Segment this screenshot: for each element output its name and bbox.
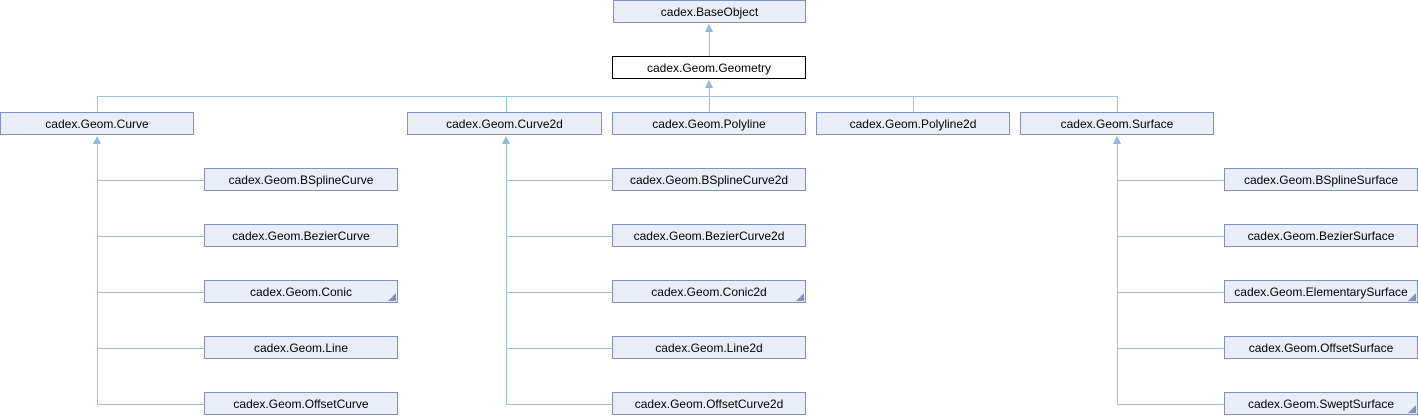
node-cadex-geom-elementarysurface[interactable]: cadex.Geom.ElementarySurface — [1224, 280, 1418, 303]
node-cadex-geom-curve[interactable]: cadex.Geom.Curve — [0, 112, 194, 135]
edge-branch-beziersurface — [1117, 236, 1224, 237]
node-cadex-geom-line2d[interactable]: cadex.Geom.Line2d — [612, 336, 806, 359]
edge-branch-beziercurve — [97, 236, 204, 237]
edge-branch-offsetcurve — [97, 404, 204, 405]
node-cadex-geom-beziercurve2d[interactable]: cadex.Geom.BezierCurve2d — [612, 224, 806, 247]
node-cadex-geom-bsplinecurve[interactable]: cadex.Geom.BSplineCurve — [204, 168, 398, 191]
edge-branch-bsplinesurface — [1117, 180, 1224, 181]
node-label: cadex.BaseObject — [660, 4, 759, 19]
edge-stub-curve — [97, 96, 98, 112]
node-cadex-geom-bsplinesurface[interactable]: cadex.Geom.BSplineSurface — [1224, 168, 1418, 191]
node-label: cadex.Geom.SweptSurface — [1247, 396, 1395, 411]
node-label: cadex.Geom.BezierCurve — [232, 228, 370, 243]
node-label: cadex.Geom.Line — [253, 340, 349, 355]
edge-geometry-baseobject — [709, 31, 710, 56]
edge-curve-children-vertical — [97, 143, 98, 405]
node-cadex-geom-conic[interactable]: cadex.Geom.Conic — [204, 280, 398, 303]
has-hidden-subclasses-icon — [1408, 293, 1416, 301]
node-label: cadex.Geom.OffsetCurve — [233, 396, 369, 411]
edge-branch-line — [97, 348, 204, 349]
edge-branch-offsetsurface — [1117, 348, 1224, 349]
arrowhead-to-curve2d-icon — [502, 136, 510, 144]
edge-branch-line2d — [506, 348, 612, 349]
node-cadex-geom-bsplinecurve2d[interactable]: cadex.Geom.BSplineCurve2d — [612, 168, 806, 191]
node-label: cadex.Geom.Line2d — [655, 340, 763, 355]
node-label: cadex.Geom.BezierSurface — [1247, 228, 1395, 243]
node-cadex-geom-sweptsurface[interactable]: cadex.Geom.SweptSurface — [1224, 392, 1418, 415]
has-hidden-subclasses-icon — [796, 293, 804, 301]
edge-stub-polyline2d — [913, 96, 914, 112]
has-hidden-subclasses-icon — [388, 293, 396, 301]
edge-branch-sweptsurface — [1117, 404, 1224, 405]
node-label: cadex.Geom.Conic2d — [651, 284, 767, 299]
node-cadex-geom-curve2d[interactable]: cadex.Geom.Curve2d — [407, 112, 602, 135]
node-label: cadex.Geom.Geometry — [646, 60, 772, 75]
edge-branch-offsetcurve2d — [506, 404, 612, 405]
node-label: cadex.Geom.BSplineCurve2d — [629, 172, 789, 187]
edge-stub-polyline — [709, 96, 710, 112]
node-cadex-geom-line[interactable]: cadex.Geom.Line — [204, 336, 398, 359]
node-label: cadex.Geom.OffsetCurve2d — [634, 396, 784, 411]
edge-branch-bsplinecurve2d — [506, 180, 612, 181]
node-label: cadex.Geom.Curve2d — [446, 116, 563, 131]
edge-branch-beziercurve2d — [506, 236, 612, 237]
node-label: cadex.Geom.Polyline — [652, 116, 766, 131]
has-hidden-subclasses-icon — [1408, 405, 1416, 413]
node-cadex-geom-conic2d[interactable]: cadex.Geom.Conic2d — [612, 280, 806, 303]
node-label: cadex.Geom.OffsetSurface — [1248, 340, 1394, 355]
node-cadex-geom-offsetcurve[interactable]: cadex.Geom.OffsetCurve — [204, 392, 398, 415]
arrowhead-to-curve-icon — [93, 136, 101, 144]
edge-bus-geometry — [709, 87, 710, 96]
node-cadex-geom-polyline[interactable]: cadex.Geom.Polyline — [612, 112, 806, 135]
edge-stub-surface — [1117, 96, 1118, 112]
node-cadex-geom-geometry: cadex.Geom.Geometry — [612, 56, 806, 79]
node-cadex-baseobject[interactable]: cadex.BaseObject — [613, 0, 806, 23]
edge-branch-bsplinecurve — [97, 180, 204, 181]
arrowhead-to-baseobject-icon — [705, 24, 713, 32]
edge-surface-children-vertical — [1117, 143, 1118, 405]
edge-curve2d-children-vertical — [506, 143, 507, 405]
edge-branch-conic2d — [506, 292, 612, 293]
node-cadex-geom-polyline2d[interactable]: cadex.Geom.Polyline2d — [816, 112, 1010, 135]
edge-stub-curve2d — [506, 96, 507, 112]
node-label: cadex.Geom.Curve — [45, 116, 149, 131]
node-label: cadex.Geom.Polyline2d — [849, 116, 977, 131]
node-label: cadex.Geom.Conic — [249, 284, 353, 299]
arrowhead-to-geometry-icon — [705, 80, 713, 88]
node-cadex-geom-beziersurface[interactable]: cadex.Geom.BezierSurface — [1224, 224, 1418, 247]
node-label: cadex.Geom.BezierCurve2d — [633, 228, 785, 243]
edge-branch-conic — [97, 292, 204, 293]
node-cadex-geom-offsetsurface[interactable]: cadex.Geom.OffsetSurface — [1224, 336, 1418, 359]
node-label: cadex.Geom.BSplineSurface — [1243, 172, 1399, 187]
node-label: cadex.Geom.ElementarySurface — [1234, 284, 1408, 299]
node-label: cadex.Geom.Surface — [1060, 116, 1174, 131]
node-cadex-geom-beziercurve[interactable]: cadex.Geom.BezierCurve — [204, 224, 398, 247]
edge-bus-horizontal — [97, 96, 1118, 97]
node-cadex-geom-offsetcurve2d[interactable]: cadex.Geom.OffsetCurve2d — [612, 392, 806, 415]
node-cadex-geom-surface[interactable]: cadex.Geom.Surface — [1020, 112, 1214, 135]
node-label: cadex.Geom.BSplineCurve — [228, 172, 374, 187]
arrowhead-to-surface-icon — [1113, 136, 1121, 144]
edge-branch-elementarysurface — [1117, 292, 1224, 293]
